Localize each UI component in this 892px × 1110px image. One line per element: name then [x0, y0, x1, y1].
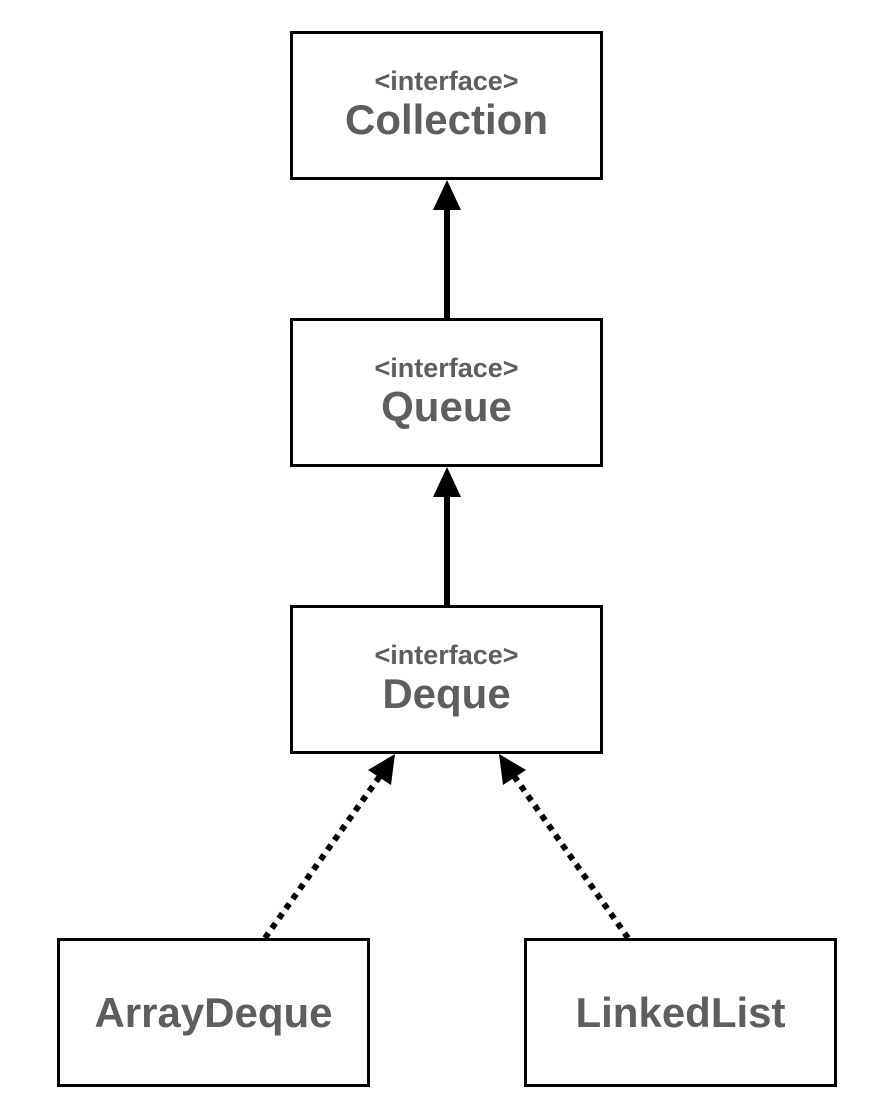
deque-stereotype: <interface>	[374, 639, 519, 670]
arrowhead-queue	[433, 467, 461, 497]
arrowhead-collection	[433, 180, 461, 210]
edge-linkedlist-to-deque	[511, 774, 631, 940]
arraydeque-node: ArrayDeque	[57, 938, 370, 1087]
linkedlist-name: LinkedList	[575, 988, 786, 1036]
queue-stereotype: <interface>	[374, 352, 519, 383]
arrowhead-deque-right	[499, 754, 526, 785]
collection-node: <interface> Collection	[290, 31, 603, 180]
linkedlist-node: LinkedList	[524, 938, 837, 1087]
deque-node: <interface> Deque	[290, 605, 603, 754]
edge-arraydeque-to-deque	[262, 774, 383, 940]
deque-name: Deque	[382, 670, 511, 718]
queue-name: Queue	[381, 383, 512, 431]
arraydeque-name: ArrayDeque	[94, 988, 333, 1036]
collection-stereotype: <interface>	[374, 65, 519, 96]
collection-name: Collection	[344, 96, 548, 144]
queue-node: <interface> Queue	[290, 318, 603, 467]
arrowhead-deque-left	[368, 754, 395, 785]
